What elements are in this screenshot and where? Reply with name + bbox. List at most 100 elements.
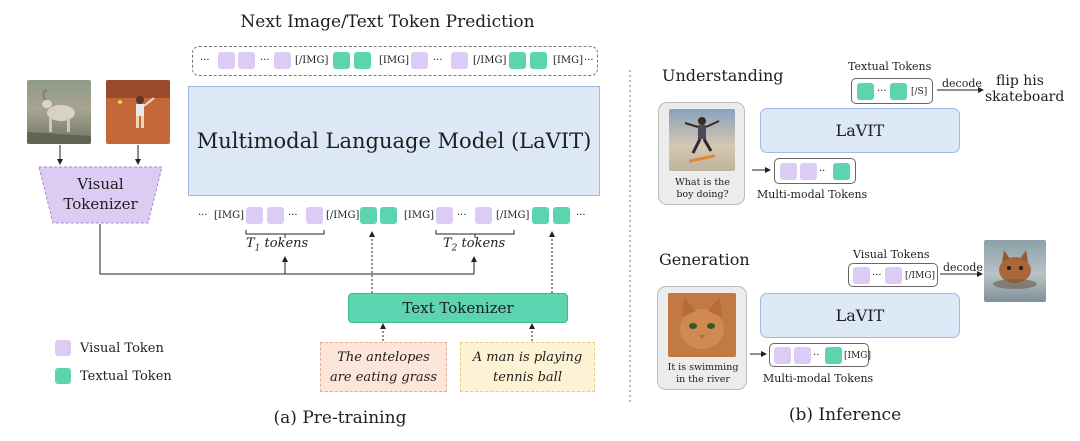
lavit-generation-label: LaVIT: [835, 306, 885, 325]
legend-textual-label: Textual Token: [80, 369, 172, 384]
top-img-end: [/IMG]: [473, 55, 507, 66]
skateboarder-icon: [684, 117, 720, 163]
mm-visual-token: [780, 163, 797, 180]
t2-subscript: 2: [451, 243, 458, 254]
prompt-text: It is swimming in the river: [658, 362, 748, 386]
understanding-mm-tokens-label: Multi-modal Tokens: [757, 188, 868, 201]
bottom-seq-dots: ···: [198, 210, 208, 221]
legend-visual-swatch: [55, 340, 71, 356]
cat-icon: [668, 293, 736, 357]
bottom-textual-token: [553, 207, 570, 224]
top-seq-dots: ···: [260, 55, 270, 66]
t2-word: tokens: [457, 236, 506, 251]
output-line2: skateboard: [985, 89, 1065, 105]
caption-tennis-line2: tennis ball: [492, 370, 562, 385]
swimming-cat-icon: [993, 250, 1037, 289]
caption-antelopes: The antelopes are eating grass: [320, 342, 447, 392]
output-textual-token: [890, 83, 907, 100]
line-tokenizer-to-sequence: [99, 224, 474, 275]
bottom-visual-token: [306, 207, 323, 224]
t2-brace: [435, 230, 515, 238]
top-textual-token: [530, 52, 547, 69]
tennis-player-photo: [106, 80, 170, 144]
legend-textual-swatch: [55, 368, 71, 384]
top-img-start: [IMG]: [553, 55, 583, 66]
decode-label-understanding: decode: [942, 77, 982, 90]
bottom-token-sequence: ··· [IMG] ··· [/IMG] [IMG] ··· [/IMG] ··…: [198, 205, 598, 227]
prompt-line1: It is swimming: [667, 362, 739, 373]
question-card: What is the boy doing?: [658, 102, 745, 205]
top-seq-dots: ···: [433, 55, 443, 66]
generation-title: Generation: [659, 250, 750, 269]
visual-tokens-box: ··· [/IMG]: [848, 263, 938, 287]
lavit-understanding: LaVIT: [760, 108, 960, 153]
t1-brace: [245, 230, 325, 238]
top-visual-token: [451, 52, 468, 69]
top-textual-token: [333, 52, 350, 69]
visual-tokens-label: Visual Tokens: [853, 248, 930, 261]
inference-caption: (b) Inference: [788, 405, 902, 425]
caption-antelopes-line2: are eating grass: [329, 370, 438, 385]
antelope-icon: [27, 89, 91, 144]
understanding-output: flip his skateboard: [985, 73, 1065, 105]
output-dots: ···: [877, 86, 887, 97]
bottom-visual-token: [267, 207, 284, 224]
top-seq-dots: ···: [584, 55, 594, 66]
caption-tennis: A man is playing tennis ball: [460, 342, 595, 392]
bottom-textual-token: [360, 207, 377, 224]
top-img-end: [/IMG]: [295, 55, 329, 66]
legend-visual-label: Visual Token: [80, 341, 164, 356]
text-tokenizer: Text Tokenizer: [348, 293, 568, 323]
top-visual-token: [274, 52, 291, 69]
top-img-start: [IMG]: [379, 55, 409, 66]
generation-mm-tokens-box: ·· [IMG]: [769, 343, 871, 367]
prediction-title: Next Image/Text Token Prediction: [240, 12, 535, 32]
top-textual-token: [509, 52, 526, 69]
gen-img-start-token: [IMG]: [844, 351, 871, 361]
tennis-player-icon: [106, 80, 170, 128]
caption-tennis-line1: A man is playing: [472, 350, 583, 365]
prompt-card: It is swimming in the river: [657, 286, 747, 390]
top-token-sequence: ··· ··· [/IMG] [IMG] ··· [/IMG] [IMG] ··…: [192, 46, 598, 76]
bottom-img-end: [/IMG]: [326, 210, 360, 221]
generation-mm-tokens-label: Multi-modal Tokens: [763, 372, 874, 385]
top-seq-dots: ···: [200, 55, 210, 66]
bottom-seq-dots: ···: [288, 210, 298, 221]
end-sentence-token: [/S]: [911, 87, 928, 97]
gen-mm-visual-token: [794, 347, 811, 364]
model-label: Multimodal Language Model (LaVIT): [196, 129, 592, 153]
bottom-textual-token: [532, 207, 549, 224]
gen-mm-visual-token: [774, 347, 791, 364]
visual-tokenizer-text: Visual Tokenizer: [63, 175, 138, 213]
mm-textual-token: [833, 163, 850, 180]
bottom-seq-dots: ···: [576, 210, 586, 221]
lavit-understanding-label: LaVIT: [835, 121, 885, 140]
bottom-img-start: [IMG]: [214, 210, 244, 221]
textual-tokens-box: ··· [/S]: [851, 78, 933, 104]
top-textual-token: [354, 52, 371, 69]
prompt-line2: in the river: [676, 374, 730, 385]
gen-dots: ···: [872, 270, 882, 281]
question-line2: boy doing?: [676, 189, 729, 200]
bottom-visual-token: [246, 207, 263, 224]
lavit-generation: LaVIT: [760, 293, 960, 338]
caption-antelopes-line1: The antelopes: [337, 350, 430, 365]
t2-symbol: T: [443, 236, 452, 251]
gen-img-end-token: [/IMG]: [905, 271, 936, 281]
t1-subscript: 1: [254, 243, 261, 254]
bottom-visual-token: [436, 207, 453, 224]
bottom-visual-token: [475, 207, 492, 224]
skateboarder-photo: [669, 109, 735, 171]
output-textual-token: [857, 83, 874, 100]
mm-visual-token: [800, 163, 817, 180]
top-visual-token: [238, 52, 255, 69]
t1-symbol: T: [246, 236, 255, 251]
textual-tokens-label: Textual Tokens: [848, 60, 932, 73]
cat-photo: [668, 293, 736, 357]
gen-visual-token: [853, 267, 870, 284]
understanding-mm-tokens-box: ··: [774, 158, 856, 184]
visual-tokenizer-label: Visual Tokenizer: [38, 174, 163, 214]
gen-visual-token: [885, 267, 902, 284]
